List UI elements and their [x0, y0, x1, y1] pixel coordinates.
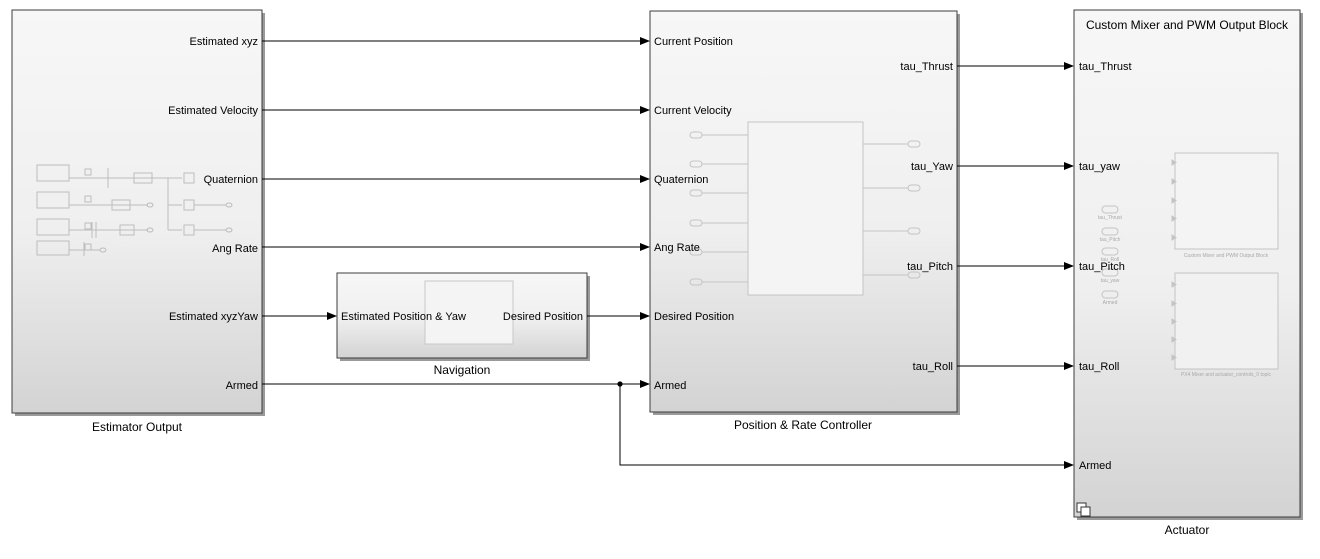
controller-port-tau-roll: tau_Roll [913, 361, 953, 373]
signal-armed-actuator[interactable] [619, 384, 1074, 469]
actuator-thumb-caption-1: Custom Mixer and PWM Output Block [1184, 253, 1269, 259]
controller-port-armed: Armed [654, 380, 686, 392]
controller-port-current-position: Current Position [654, 36, 733, 48]
navigation-label: Navigation [434, 363, 491, 377]
estimator-port-quaternion: Quaternion [204, 174, 258, 186]
estimator-port-estimated-xyzyaw: Estimated xyzYaw [169, 311, 258, 323]
actuator-thumb-tag-2: tau_Roll [1101, 257, 1119, 263]
controller-port-tau-yaw: tau_Yaw [911, 161, 953, 173]
navigation-port-input: Estimated Position & Yaw [341, 311, 466, 323]
controller-thumbnail [689, 121, 921, 296]
actuator-thumb-caption-2: PX4 Mixer and actuator_controls_0 topic [1181, 372, 1272, 378]
actuator-port-armed: Armed [1079, 460, 1111, 472]
controller-port-desired-position: Desired Position [654, 311, 734, 323]
estimator-port-estimated-xyz: Estimated xyz [190, 36, 258, 48]
controller-port-current-velocity: Current Velocity [654, 105, 732, 117]
navigation-block[interactable]: Estimated Position & Yaw Desired Positio… [336, 272, 590, 361]
signal-lines [262, 37, 1074, 469]
estimator-output-block[interactable]: Estimated xyz Estimated Velocity Quatern… [11, 9, 265, 416]
controller-port-ang-rate: Ang Rate [654, 242, 700, 254]
armed-branch-point [617, 381, 623, 387]
estimator-thumbnail [36, 164, 233, 256]
controller-block[interactable]: Current Position Current Velocity Quater… [649, 10, 960, 415]
estimator-output-label: Estimator Output [92, 420, 183, 434]
actuator-thumb-tag-1: tau_Pitch [1100, 237, 1121, 243]
actuator-label: Actuator [1165, 523, 1210, 537]
actuator-port-tau-yaw: tau_yaw [1079, 161, 1120, 173]
estimator-port-estimated-velocity: Estimated Velocity [168, 105, 258, 117]
actuator-thumb-tag-3: tau_yaw [1101, 278, 1120, 284]
actuator-port-tau-thrust: tau_Thrust [1079, 61, 1132, 73]
controller-port-tau-pitch: tau_Pitch [907, 261, 953, 273]
actuator-block[interactable]: Custom Mixer and PWM Output Block tau_Th… [1073, 9, 1303, 520]
estimator-port-armed: Armed [226, 380, 258, 392]
actuator-port-tau-pitch: tau_Pitch [1079, 261, 1125, 273]
controller-port-quaternion: Quaternion [654, 174, 708, 186]
controller-port-tau-thrust: tau_Thrust [900, 61, 953, 73]
actuator-thumb-tag-4: Armed [1103, 300, 1118, 306]
actuator-thumb-tag-0: tau_Thrust [1098, 215, 1123, 221]
subsystem-badge-icon [1076, 502, 1091, 517]
actuator-title: Custom Mixer and PWM Output Block [1086, 18, 1289, 32]
navigation-port-output: Desired Position [503, 311, 583, 323]
actuator-port-tau-roll: tau_Roll [1079, 361, 1119, 373]
estimator-port-ang-rate: Ang Rate [212, 243, 258, 255]
navigation-thumbnail [424, 280, 514, 345]
controller-label: Position & Rate Controller [734, 418, 872, 432]
actuator-thumbnail [1101, 152, 1279, 370]
